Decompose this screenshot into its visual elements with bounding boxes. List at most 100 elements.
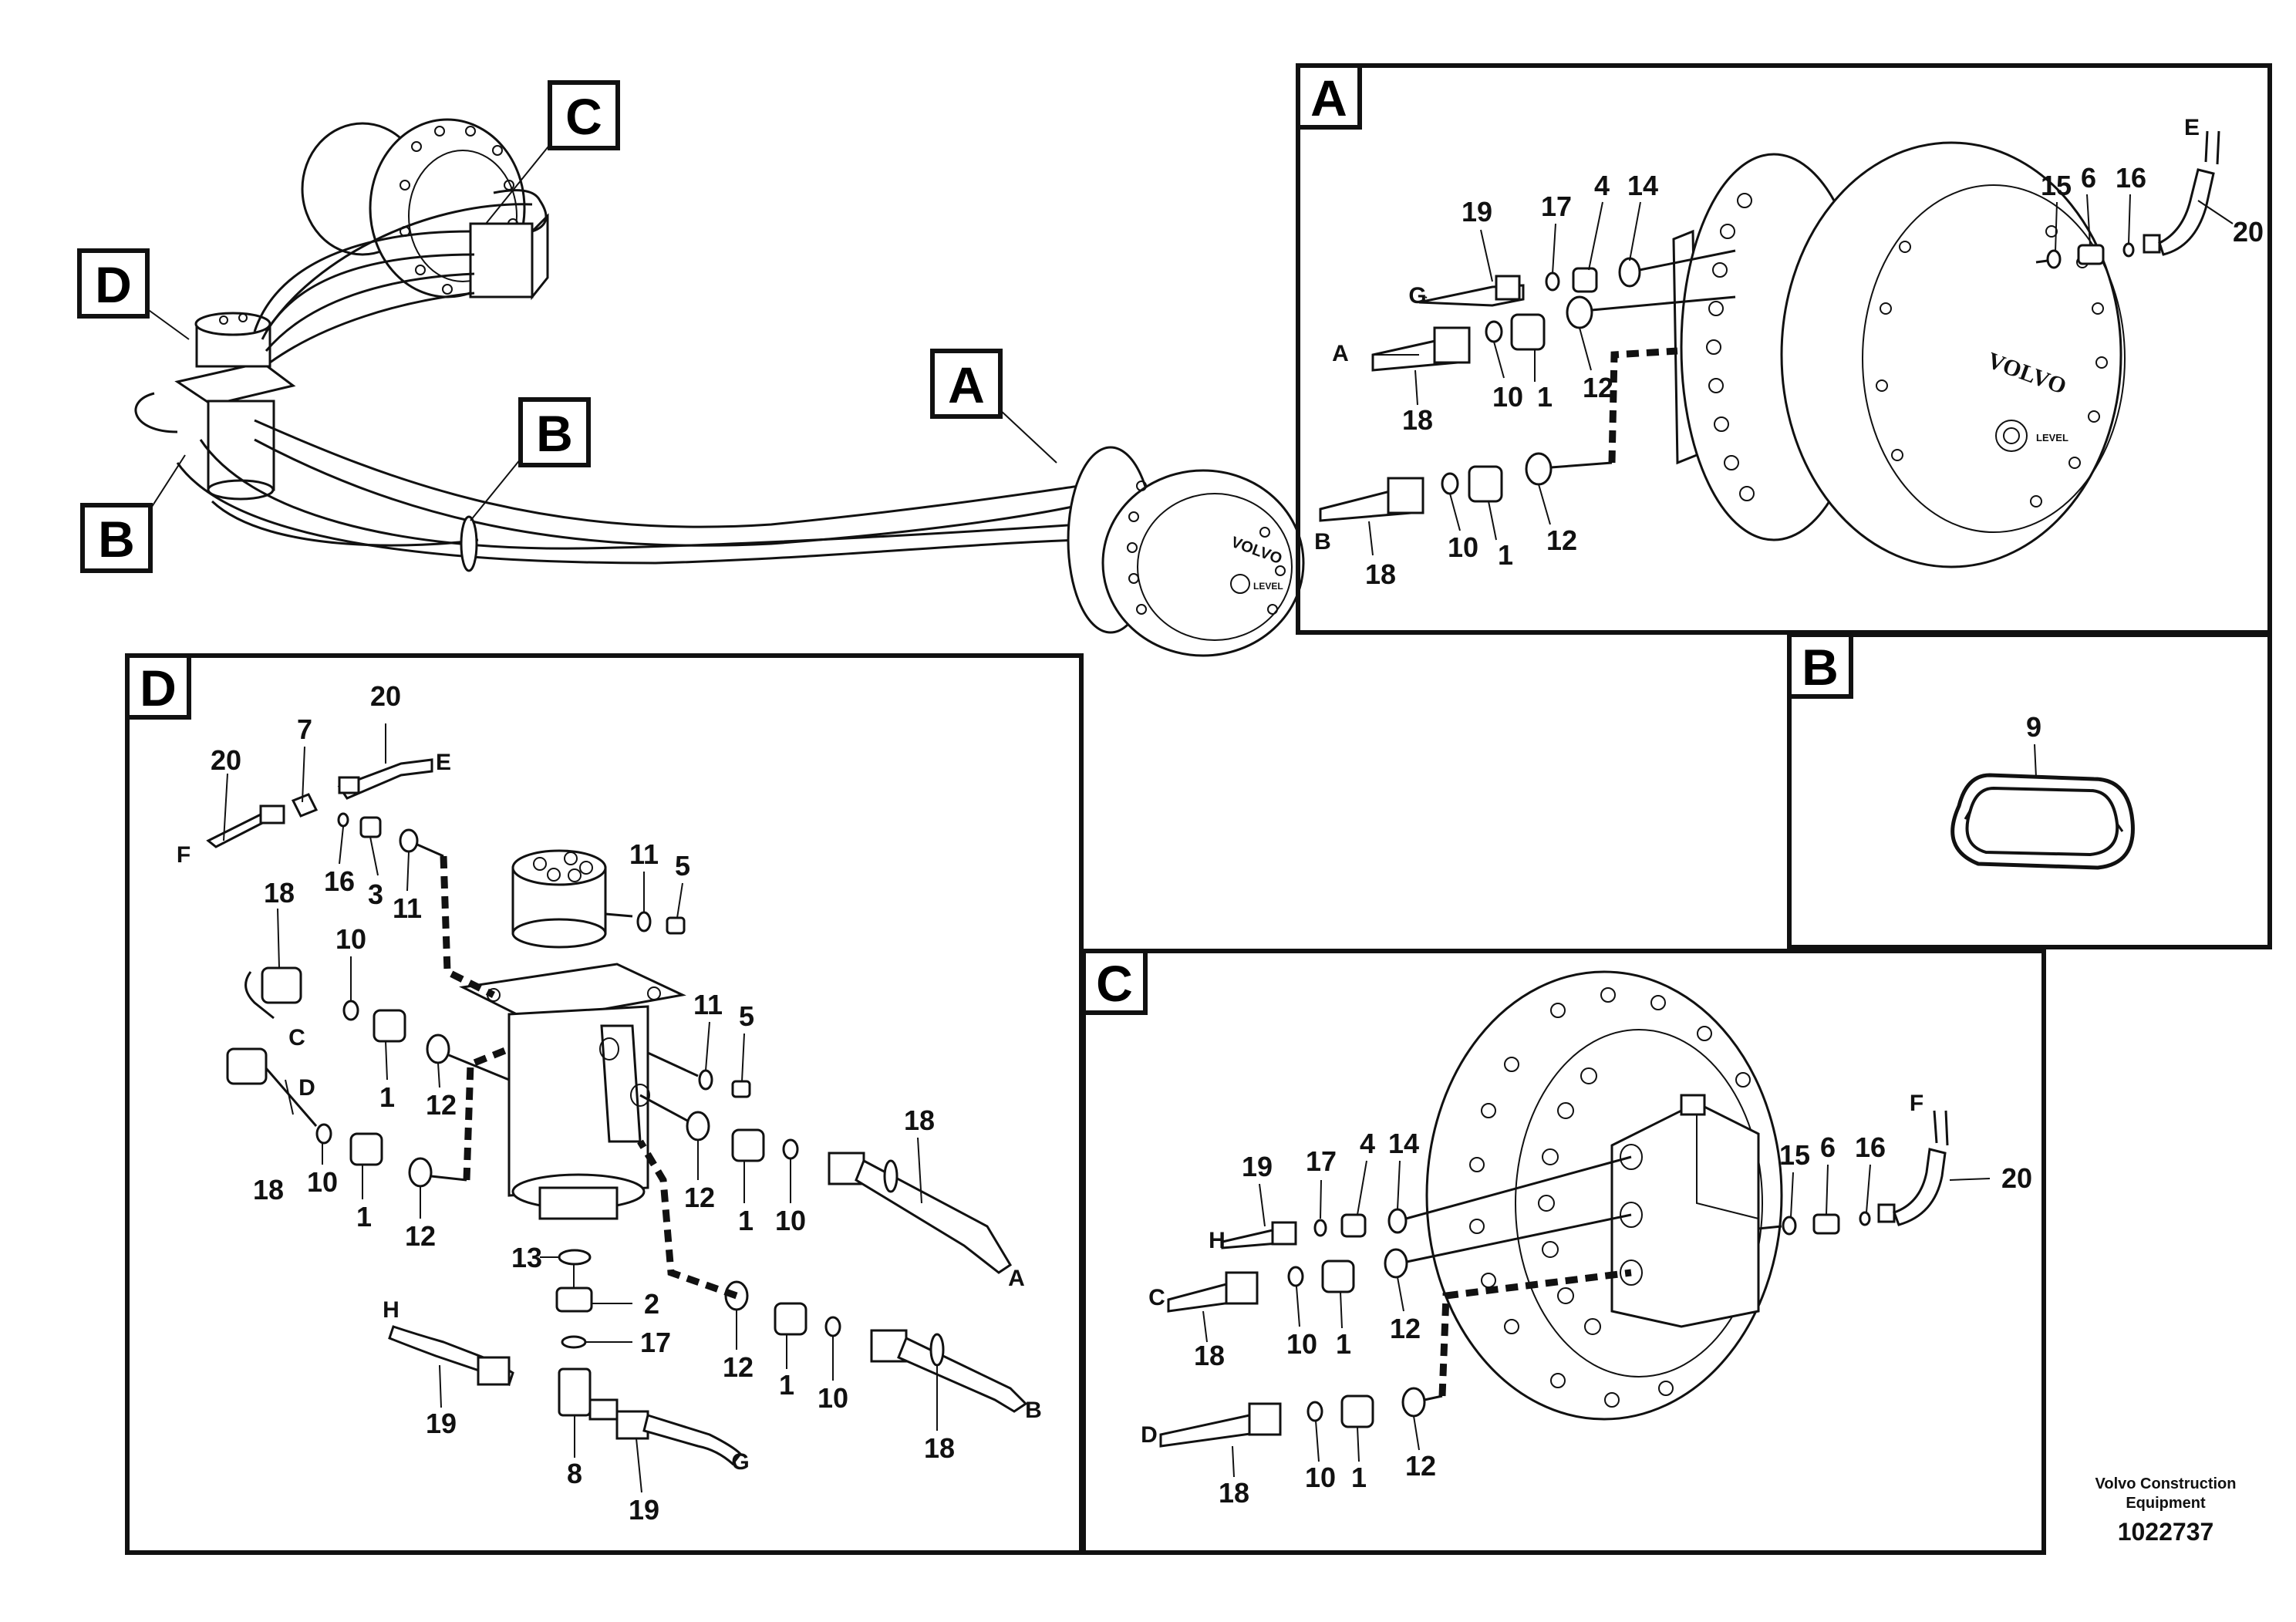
panel-c-label-20: 20 [2001, 1162, 2032, 1194]
panel-a-label-12a: 12 [1583, 372, 1613, 403]
panel-d-label-12c: 12 [684, 1182, 715, 1213]
panel-d-label-13: 13 [511, 1242, 542, 1273]
panel-d-label-10d: 10 [818, 1382, 848, 1414]
panel-d-label-h: H [383, 1297, 400, 1323]
panel-d-label-20a: 20 [211, 744, 241, 776]
panel-d-top-left-parts [206, 758, 444, 858]
panel-d-label-g: G [731, 1449, 749, 1475]
panel-d-dash-right [637, 1139, 738, 1300]
panel-d-label-20b: 20 [370, 680, 401, 712]
panel-d-label-18c: 18 [904, 1104, 935, 1136]
panel-d-label-1c: 1 [738, 1205, 754, 1236]
panel-d: D [125, 653, 1084, 1555]
panel-c: C [1081, 949, 2046, 1555]
callout-c: C [548, 80, 620, 150]
panel-c-label-15: 15 [1779, 1139, 1810, 1171]
overview-hoses-lower [134, 392, 1081, 565]
panel-c-label-6: 6 [1820, 1131, 1836, 1163]
panel-d-dash-left [463, 1045, 511, 1181]
panel-d-label-12d: 12 [723, 1351, 754, 1383]
panel-c-label-12a: 12 [1390, 1313, 1421, 1344]
panel-a-row-g [1418, 249, 1736, 307]
panel-a-label-e: E [2184, 115, 2200, 140]
panel-d-label-10a: 10 [335, 923, 366, 955]
callout-b-right-label: B [536, 405, 573, 462]
panel-c-label-10b: 10 [1305, 1462, 1336, 1493]
panel-d-label-7: 7 [297, 713, 312, 745]
panel-d-label-1a: 1 [379, 1081, 395, 1113]
overview-leaders [146, 142, 1057, 521]
panel-d-label-18b: 18 [253, 1174, 284, 1206]
panel-d-label-10b: 10 [307, 1166, 338, 1198]
callout-a: A [930, 349, 1003, 419]
panel-b: B 9 [1787, 632, 2272, 949]
panel-d-label-16: 16 [324, 865, 355, 897]
callout-b-right: B [518, 397, 591, 467]
panel-d-label-e: E [436, 750, 451, 775]
panel-b-label-9: 9 [2026, 711, 2041, 743]
panel-a-dash [1608, 347, 1678, 464]
panel-a-label-16: 16 [2116, 162, 2146, 194]
callout-a-label: A [948, 356, 985, 413]
panel-d-bottom-parts [388, 1249, 742, 1466]
panel-d-label-8: 8 [567, 1458, 582, 1489]
panel-c-label-1a: 1 [1336, 1328, 1351, 1360]
panel-d-label-18d: 18 [924, 1432, 955, 1464]
panel-c-label-19: 19 [1242, 1151, 1273, 1182]
panel-c-label-c: C [1148, 1285, 1165, 1310]
overview-brand-small: LEVEL [1253, 581, 1283, 592]
panel-a-label-20: 20 [2233, 216, 2264, 248]
panel-a-label-a: A [1332, 341, 1349, 366]
panel-c-label-1b: 1 [1351, 1462, 1367, 1493]
panel-a-label-12b: 12 [1546, 524, 1577, 556]
panel-c-label-d: D [1141, 1422, 1158, 1448]
panel-d-dash-top [440, 855, 496, 999]
panel-c-label-18a: 18 [1194, 1340, 1225, 1371]
panel-d-label-11a: 11 [393, 892, 422, 924]
panel-c-label-17: 17 [1306, 1145, 1337, 1177]
panel-a-label-18a: 18 [1402, 404, 1433, 436]
panel-c-label-14: 14 [1388, 1128, 1419, 1159]
panel-d-label-12a: 12 [426, 1089, 457, 1121]
panel-d-label-19a: 19 [426, 1408, 457, 1439]
panel-d-label-1d: 1 [779, 1369, 794, 1401]
panel-d-leaders [223, 723, 938, 1493]
overview-motor-upper [301, 118, 549, 301]
overview-center-joint [174, 312, 296, 501]
panel-d-label-5a: 5 [675, 850, 690, 882]
panel-a-label-14: 14 [1627, 170, 1658, 201]
panel-d-label-19b: 19 [629, 1494, 659, 1526]
footer: Volvo Construction Equipment 1022737 [2095, 1475, 2237, 1546]
panel-d-label-f: F [177, 842, 190, 868]
overview-clamp [460, 515, 478, 572]
panel-d-label-5b: 5 [739, 1000, 754, 1032]
panel-d-label-1b: 1 [356, 1201, 372, 1233]
panel-c-row-h [1221, 1155, 1632, 1249]
panel-a-tag: A [1310, 69, 1347, 126]
panel-d-top-right-parts [605, 911, 751, 1098]
overview-motor-lower: VOLVO LEVEL [1067, 446, 1305, 657]
callout-d: D [77, 248, 150, 319]
footer-company-line1: Volvo Construction [2095, 1475, 2237, 1492]
panel-c-label-f: F [1910, 1091, 1923, 1116]
panel-a-label-4: 4 [1594, 170, 1610, 201]
overview-hoses-upper [253, 203, 533, 364]
panel-b-leader [2034, 744, 2037, 778]
overview-assembly: VOLVO LEVEL C D B B A [77, 80, 1305, 657]
panel-a-level: LEVEL [2036, 432, 2068, 443]
callout-c-label: C [565, 88, 602, 145]
panel-a-label-19: 19 [1462, 196, 1492, 228]
footer-doc-number: 1022737 [2118, 1518, 2214, 1546]
panel-a-motor: VOLVO LEVEL [1672, 141, 2126, 568]
panel-d-label-11c: 11 [693, 989, 723, 1020]
panel-c-motor [1425, 970, 1783, 1421]
panel-a-label-10b: 10 [1448, 531, 1478, 563]
panel-d-label-18a: 18 [264, 877, 295, 909]
panel-b-clamp [1950, 773, 2135, 870]
panel-a-label-15: 15 [2041, 170, 2072, 201]
panel-d-row-c [244, 966, 510, 1081]
panel-a-label-10a: 10 [1492, 381, 1523, 413]
panel-a: A VOLVO LEVEL [1296, 63, 2272, 635]
panel-d-label-b: B [1025, 1398, 1042, 1423]
